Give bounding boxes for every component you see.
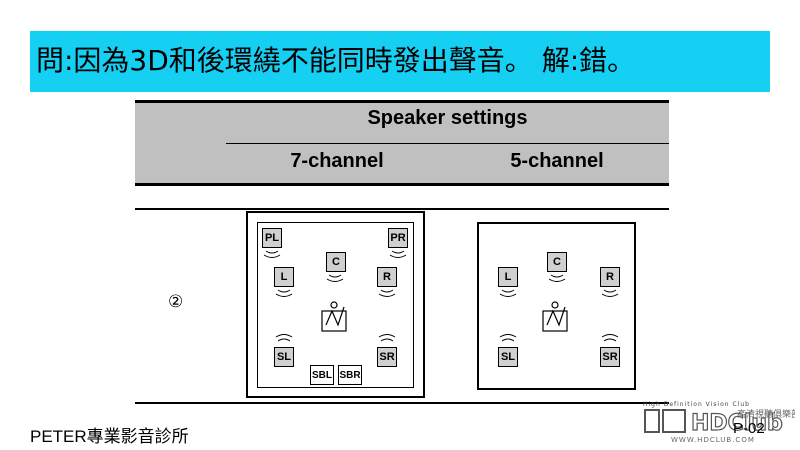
speaker-settings-header: Speaker settings: [367, 107, 528, 129]
listener-icon-5ch: [542, 301, 568, 332]
speaker-sr: SR: [377, 347, 397, 367]
header-divider: [226, 143, 669, 144]
speaker-sl-5ch: SL: [498, 347, 518, 367]
speaker-pr: PR: [388, 228, 408, 248]
column-7-channel: 7-channel: [290, 150, 384, 172]
question-banner: 問:因為3D和後環繞不能同時發出聲音。 解:錯。: [30, 31, 770, 92]
speaker-sl: SL: [274, 347, 294, 367]
hdclub-logo: High Definition Vision Club HDClub 高清視聽俱…: [643, 401, 795, 444]
speaker-l-5ch: L: [498, 267, 518, 287]
logo-mark: HDClub: [691, 411, 783, 436]
speaker-sbl: SBL: [310, 365, 334, 385]
speaker-sbr: SBR: [338, 365, 362, 385]
row-marker: ②: [168, 292, 184, 312]
speaker-r-5ch: R: [600, 267, 620, 287]
speaker-l: L: [274, 267, 294, 287]
row-top-rule: [135, 208, 669, 210]
footer-brand: PETER專業影音診所: [30, 427, 189, 446]
speaker-pl: PL: [262, 228, 282, 248]
speaker-c: C: [326, 252, 346, 272]
speaker-c-5ch: C: [547, 252, 567, 272]
speaker-r: R: [377, 267, 397, 287]
listener-icon: [321, 301, 347, 332]
logo-url: WWW.HDCLUB.COM: [671, 436, 755, 444]
sound-waves-7ch: [263, 250, 407, 342]
column-5-channel: 5-channel: [510, 150, 604, 172]
logo-tagline: High Definition Vision Club: [643, 401, 750, 408]
page-number: P-02: [733, 420, 765, 437]
banner-text: 問:因為3D和後環繞不能同時發出聲音。 解:錯。: [36, 44, 636, 77]
logo-chinese: 高清視聽俱樂部: [737, 408, 795, 420]
row-bottom-rule: [135, 402, 669, 404]
room-outline: [257, 222, 414, 388]
speaker-sr-5ch: SR: [600, 347, 620, 367]
sound-waves-5ch: [499, 274, 619, 342]
